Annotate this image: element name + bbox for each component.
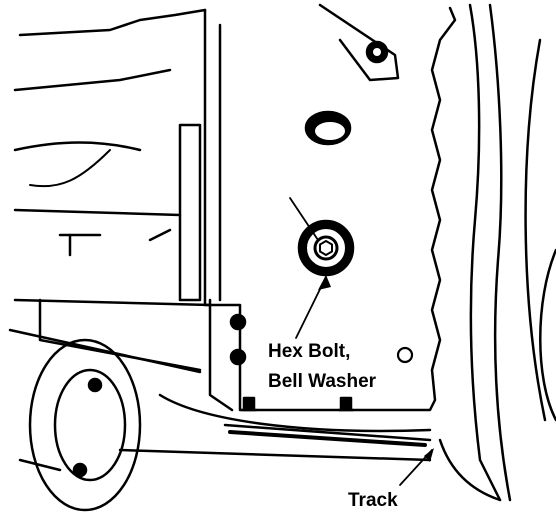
base-plate [118,393,432,462]
callout-label-track: Track [348,490,398,511]
hex-bolt-bell-washer [289,197,355,277]
callout-leaders [295,275,434,486]
oval-slot [304,110,352,146]
callout-label-bell-washer: Bell Washer [268,371,377,392]
track [438,3,556,502]
housing-side-panel [203,6,457,412]
upper-bracket [318,3,400,82]
lower-pulley [18,338,142,512]
callout-label-hex-bolt: Hex Bolt, [268,341,351,362]
bottom-bolts [240,396,355,412]
panel-holes [229,313,414,366]
left-housing [8,8,212,374]
